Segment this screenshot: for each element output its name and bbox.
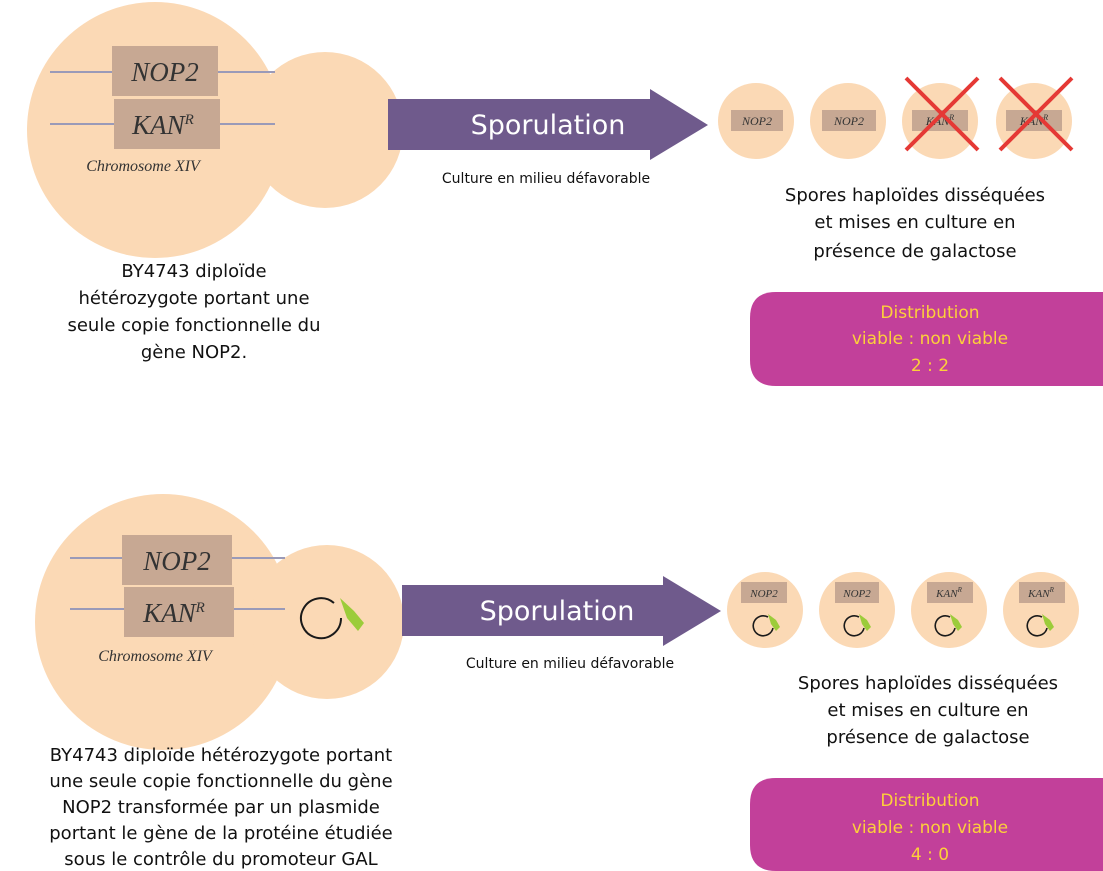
distribution-ratio: 4 : 0 [911, 845, 949, 865]
distribution-subtitle: viable : non viable [852, 818, 1008, 838]
plasmid-icon [843, 614, 871, 637]
spores-caption-2: Spores haploïdes disséquées et mises en … [798, 673, 1058, 748]
spore: KANR [911, 572, 987, 648]
spore-gene-box [927, 582, 973, 603]
distribution-ratio: 2 : 2 [911, 356, 949, 376]
plasmid-icon [1026, 614, 1054, 637]
arrow-caption: Culture en milieu défavorable [442, 171, 650, 187]
caption-line: Spores haploïdes disséquées [785, 185, 1045, 206]
arrow-caption: Culture en milieu défavorable [466, 656, 674, 672]
spore-gene-label: KANR [935, 586, 962, 600]
spore: KANR [1003, 572, 1079, 648]
spores-2: NOP2 NOP2 KANR [727, 572, 1079, 648]
spore-gene-box [1019, 582, 1065, 603]
gene-label-kanr: KANR [142, 598, 205, 628]
gene-box-kanr [124, 587, 234, 637]
caption-line: une seule copie fonctionnelle du gène [49, 771, 392, 792]
caption-line: sous le contrôle du promoteur GAL [64, 849, 377, 870]
spore: KANR [996, 76, 1074, 159]
caption-line: Spores haploïdes disséquées [798, 673, 1058, 694]
caption-line: présence de galactose [813, 241, 1016, 262]
distribution-box-shape [750, 778, 1103, 871]
diploid-cell-2: NOP2 KANR Chromosome XIV [35, 494, 404, 750]
spore-gene-box [822, 110, 876, 131]
plasmid-icon [752, 614, 780, 637]
caption-line: et mises en culture en [827, 700, 1028, 721]
cell-caption-2: BY4743 diploïde hétérozygote portant une… [49, 745, 393, 870]
diploid-cell-1: NOP2 KANR Chromosome XIV [27, 2, 403, 258]
scenario-2: NOP2 KANR Chromosome XIV Sporulation Cul… [35, 494, 1103, 871]
cell-caption-1: BY4743 diploïde hétérozygote portant une… [67, 261, 320, 363]
plasmid-icon [934, 614, 962, 637]
cell-bud [247, 52, 403, 208]
scenario-1: NOP2 KANR Chromosome XIV Sporulation Cul… [27, 2, 1103, 386]
gene-label-kanr: KANR [131, 110, 194, 140]
gene-label-nop2: NOP2 [130, 57, 199, 87]
spore-gene-box [835, 582, 879, 603]
arrow-label: Sporulation [471, 110, 626, 141]
gene-box-nop2 [112, 46, 218, 96]
cell-bud [250, 545, 404, 699]
spore: NOP2 [727, 572, 803, 648]
plasmid-icon [300, 597, 364, 640]
gene-label-nop2: NOP2 [142, 546, 211, 576]
spores-1: NOP2 NOP2 KANR KANR [718, 76, 1074, 159]
caption-line: et mises en culture en [814, 212, 1015, 233]
caption-line: gène NOP2. [141, 342, 247, 363]
distribution-title: Distribution [880, 791, 979, 811]
caption-line: BY4743 diploïde [121, 261, 266, 282]
gene-box-nop2 [122, 535, 232, 585]
spore-gene-label: KANR [1027, 586, 1054, 600]
sporulation-arrow-1: Sporulation Culture en milieu défavorabl… [388, 89, 708, 187]
spore-gene-label: NOP2 [741, 114, 772, 128]
distribution-subtitle: viable : non viable [852, 329, 1008, 349]
plasmid-insert [340, 598, 364, 631]
spore-gene-label: NOP2 [842, 588, 871, 600]
distribution-title: Distribution [880, 303, 979, 323]
spore-gene-box [741, 582, 787, 603]
chromosome-label: Chromosome XIV [98, 648, 214, 665]
non-viable-cross-icon [998, 76, 1074, 152]
spore-gene-box [731, 110, 783, 131]
arrow-shape [388, 89, 708, 160]
arrow-label: Sporulation [480, 596, 635, 627]
distribution-box-2: Distribution viable : non viable 4 : 0 [750, 778, 1103, 871]
spore-gene-label: NOP2 [833, 114, 864, 128]
non-viable-cross-icon [904, 76, 980, 152]
spore: NOP2 [819, 572, 895, 648]
caption-line: BY4743 diploïde hétérozygote portant [50, 745, 392, 766]
spore: KANR [902, 76, 980, 159]
chromosome-label: Chromosome XIV [86, 158, 202, 175]
spores-caption-1: Spores haploïdes disséquées et mises en … [785, 185, 1045, 262]
spore-gene-label: NOP2 [749, 588, 778, 600]
sporulation-arrow-2: Sporulation Culture en milieu défavorabl… [402, 576, 721, 672]
caption-line: présence de galactose [826, 727, 1029, 748]
spore: NOP2 [810, 83, 886, 159]
caption-line: NOP2 transformée par un plasmide [62, 797, 380, 818]
arrow-shape [402, 576, 721, 646]
gene-box-kanr [114, 99, 220, 149]
spore: NOP2 [718, 83, 794, 159]
distribution-box-shape [750, 292, 1103, 386]
caption-line: seule copie fonctionnelle du [67, 315, 320, 336]
caption-line: portant le gène de la protéine étudiée [49, 823, 393, 844]
caption-line: hétérozygote portant une [78, 288, 309, 309]
distribution-box-1: Distribution viable : non viable 2 : 2 [750, 292, 1103, 386]
